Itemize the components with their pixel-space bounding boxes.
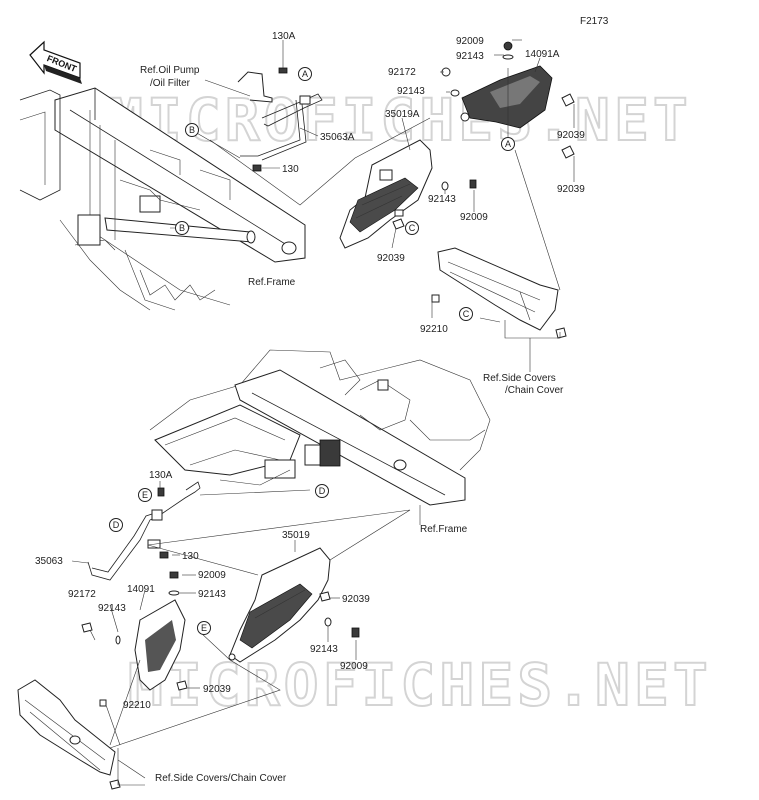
cover-35019a <box>339 139 433 249</box>
label-92009-top: 92009 <box>456 36 484 47</box>
label-14091a: 14091A <box>525 49 560 60</box>
bracket-35063 <box>87 481 201 581</box>
label-92009-top2: 92009 <box>460 212 488 223</box>
cover-35019 <box>228 547 331 663</box>
ref-frame-top: Ref.Frame <box>248 277 296 288</box>
label-35019a: 35019A <box>385 109 420 120</box>
label-92143-bottom3: 92143 <box>310 644 338 655</box>
leaders-bottom <box>71 481 421 786</box>
figure-code: F2173 <box>580 16 609 27</box>
svg-text:B: B <box>189 125 195 135</box>
chain-cover-top <box>437 247 559 331</box>
ref-side-covers-bottom: Ref.Side Covers/Chain Cover <box>155 773 287 784</box>
svg-text:C: C <box>409 223 416 233</box>
fasteners-bottom <box>81 571 360 790</box>
ref-oil-pump: Ref.Oil Pump <box>140 65 200 76</box>
label-92210-bottom: 92210 <box>123 700 151 711</box>
marker-c-top-2: C <box>459 307 473 321</box>
label-92143-top1: 92143 <box>456 51 484 62</box>
svg-text:D: D <box>113 520 120 530</box>
marker-d-bottom-1: D <box>315 484 329 498</box>
svg-text:A: A <box>505 139 511 149</box>
label-35063a: 35063A <box>320 132 355 143</box>
marker-d-bottom-2: D <box>109 518 123 532</box>
cover-14091 <box>134 599 186 691</box>
label-92039-bottom1: 92039 <box>342 594 370 605</box>
leaders-top <box>170 39 575 372</box>
bolt-130-bottom <box>159 551 169 559</box>
svg-text:D: D <box>319 486 326 496</box>
label-35063: 35063 <box>35 556 63 567</box>
bolt-130-top <box>252 164 262 172</box>
marker-e-bottom-1: E <box>138 488 152 502</box>
bolt-130a-bottom <box>157 487 165 497</box>
label-92039-top1: 92039 <box>557 130 585 141</box>
svg-text:A: A <box>302 69 308 79</box>
marker-b-top-2: B <box>175 221 189 235</box>
label-130a-top: 130A <box>272 31 296 42</box>
chain-cover-bottom <box>17 679 116 776</box>
frame-bottom-illustration <box>149 349 491 506</box>
label-92143-top2: 92143 <box>397 86 425 97</box>
front-arrow-icon: FRONT <box>29 40 82 84</box>
label-92143-top3: 92143 <box>428 194 456 205</box>
label-35019: 35019 <box>282 530 310 541</box>
marker-a-top-2: A <box>501 137 515 151</box>
label-130-top: 130 <box>282 164 299 175</box>
fasteners-top <box>392 41 575 339</box>
label-92210-top: 92210 <box>420 324 448 335</box>
label-92039-top2: 92039 <box>557 184 585 195</box>
label-92143-bottom2: 92143 <box>98 603 126 614</box>
svg-text:B: B <box>179 223 185 233</box>
watermark-bottom: MICROFICHES.NET <box>128 651 712 719</box>
label-14091: 14091 <box>127 584 155 595</box>
label-130-bottom: 130 <box>182 551 199 562</box>
bolt-130a-top <box>278 48 288 74</box>
marker-a-top-1: A <box>298 67 312 81</box>
marker-e-bottom-2: E <box>197 621 211 635</box>
svg-text:E: E <box>201 623 207 633</box>
label-92009-bottom1: 92009 <box>198 570 226 581</box>
label-92039-top3: 92039 <box>377 253 405 264</box>
ref-chain-cover-top: /Chain Cover <box>505 385 564 396</box>
label-130a-bottom: 130A <box>149 470 173 481</box>
ref-frame-bottom: Ref.Frame <box>420 524 468 535</box>
ref-side-covers-top: Ref.Side Covers <box>483 373 556 384</box>
ref-oil-filter: /Oil Filter <box>150 78 191 89</box>
cover-14091a <box>460 65 553 129</box>
marker-c-top-1: C <box>405 221 419 235</box>
label-92039-bottom2: 92039 <box>203 684 231 695</box>
svg-text:E: E <box>142 490 148 500</box>
label-92172-top: 92172 <box>388 67 416 78</box>
svg-text:C: C <box>463 309 470 319</box>
watermark-top: MICROFICHES.NET <box>108 86 692 154</box>
label-92009-bottom2: 92009 <box>340 661 368 672</box>
marker-b-top-1: B <box>185 123 199 137</box>
label-92143-bottom1: 92143 <box>198 589 226 600</box>
label-92172-bottom: 92172 <box>68 589 96 600</box>
